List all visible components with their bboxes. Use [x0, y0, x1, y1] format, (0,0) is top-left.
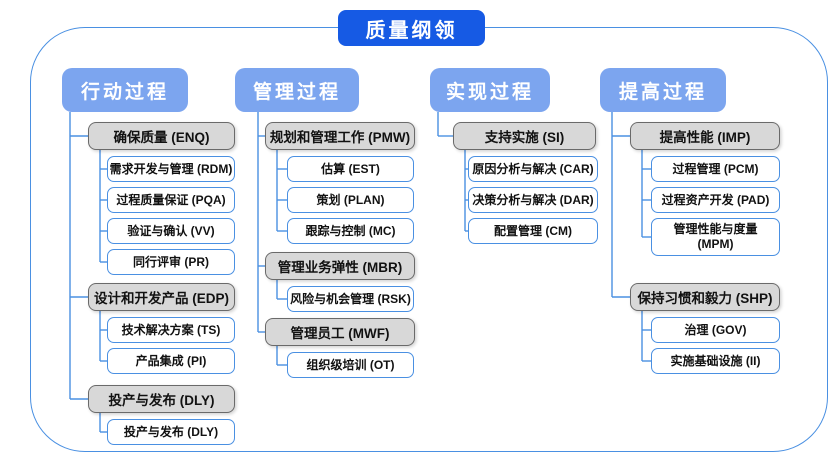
group-node: 规划和管理工作 (PMW) — [265, 122, 415, 150]
group-node: 确保质量 (ENQ) — [88, 122, 235, 150]
branch-header: 提高过程 — [600, 68, 726, 112]
group-node: 提高性能 (IMP) — [630, 122, 780, 150]
diagram-title: 质量纲领 — [338, 10, 485, 46]
leaf-node: 治理 (GOV) — [651, 317, 780, 343]
leaf-node: 过程资产开发 (PAD) — [651, 187, 780, 213]
branch-header: 管理过程 — [235, 68, 359, 112]
group-node: 设计和开发产品 (EDP) — [88, 283, 235, 311]
branch-header: 行动过程 — [62, 68, 188, 112]
leaf-node: 同行评审 (PR) — [107, 249, 235, 275]
leaf-node: 过程管理 (PCM) — [651, 156, 780, 182]
leaf-node: 投产与发布 (DLY) — [107, 419, 235, 445]
leaf-node: 需求开发与管理 (RDM) — [107, 156, 235, 182]
leaf-node: 风险与机会管理 (RSK) — [287, 286, 414, 312]
branch-header: 实现过程 — [430, 68, 550, 112]
leaf-node: 技术解决方案 (TS) — [107, 317, 235, 343]
leaf-node: 跟踪与控制 (MC) — [287, 218, 414, 244]
leaf-node: 原因分析与解决 (CAR) — [468, 156, 598, 182]
group-node: 支持实施 (SI) — [453, 122, 596, 150]
group-node: 管理业务弹性 (MBR) — [265, 252, 415, 280]
leaf-node: 实施基础设施 (II) — [651, 348, 780, 374]
leaf-node: 管理性能与度量 (MPM) — [651, 218, 780, 256]
leaf-node: 组织级培训 (OT) — [287, 352, 414, 378]
leaf-node: 验证与确认 (VV) — [107, 218, 235, 244]
group-node: 投产与发布 (DLY) — [88, 385, 235, 413]
leaf-node: 产品集成 (PI) — [107, 348, 235, 374]
group-node: 保持习惯和毅力 (SHP) — [630, 283, 780, 311]
leaf-node: 估算 (EST) — [287, 156, 414, 182]
group-node: 管理员工 (MWF) — [265, 318, 415, 346]
leaf-node: 决策分析与解决 (DAR) — [468, 187, 598, 213]
leaf-node: 策划 (PLAN) — [287, 187, 414, 213]
leaf-node: 过程质量保证 (PQA) — [107, 187, 235, 213]
leaf-node: 配置管理 (CM) — [468, 218, 598, 244]
